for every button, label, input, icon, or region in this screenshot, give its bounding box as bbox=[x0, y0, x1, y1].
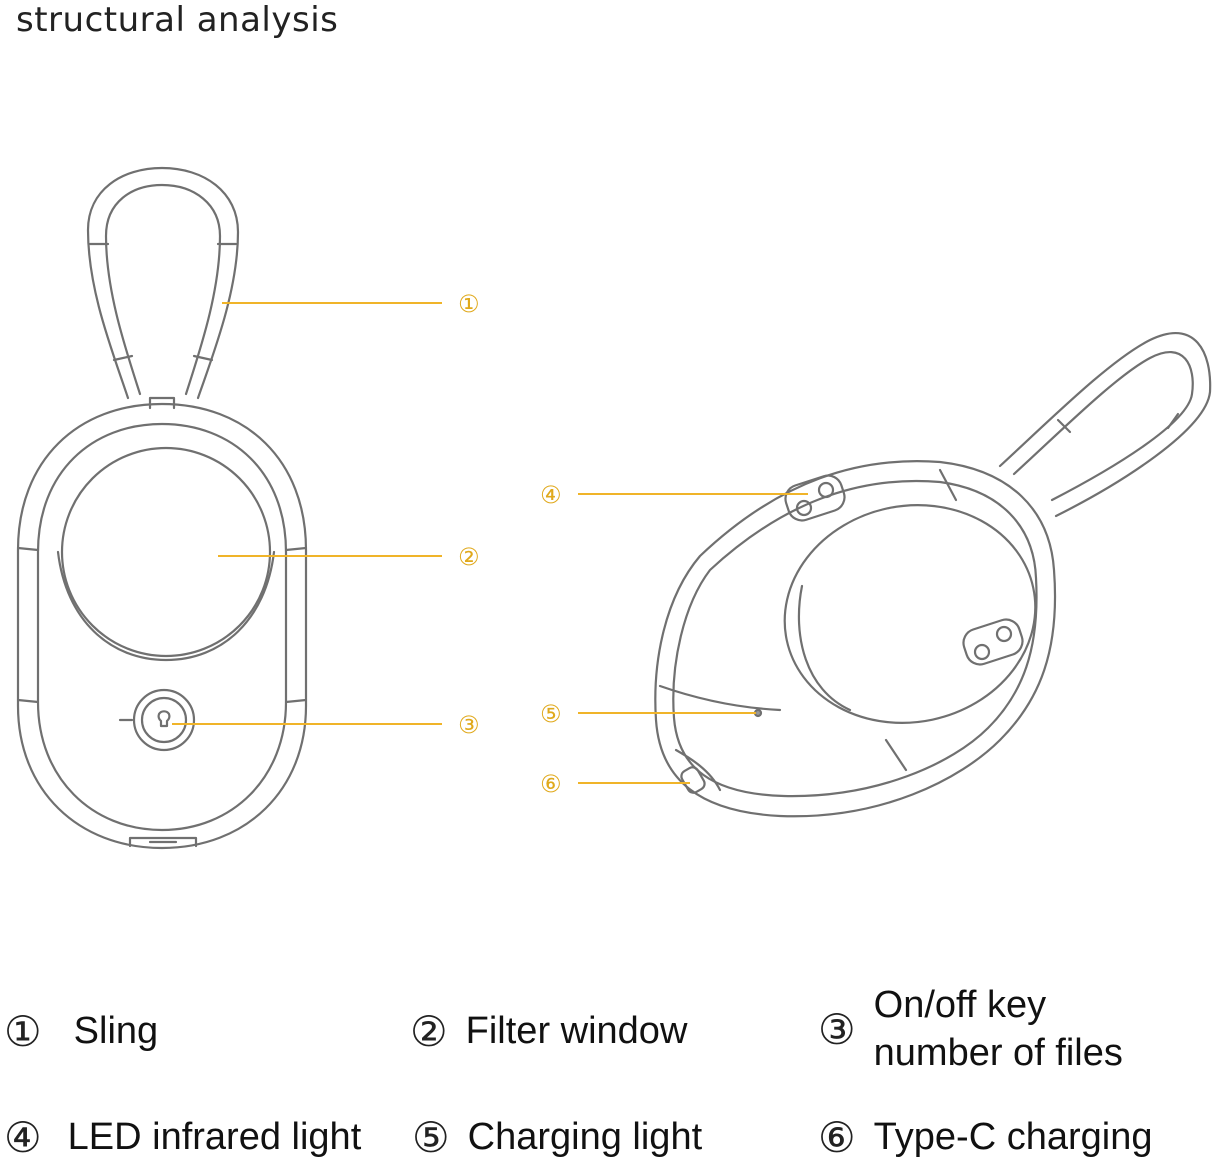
legend-label: Sling bbox=[73, 1010, 159, 1052]
legend-num: ⑤ bbox=[412, 1112, 450, 1162]
callout-4: ④ bbox=[540, 481, 562, 509]
callout-1: ① bbox=[458, 290, 480, 318]
legend-label-line2: number of files bbox=[873, 1031, 1123, 1074]
leader-lines bbox=[172, 302, 808, 784]
legend-item-filter-window: ② Filter window bbox=[410, 1008, 687, 1056]
legend-label: Charging light bbox=[467, 1116, 703, 1158]
legend-num: ③ bbox=[818, 1004, 856, 1054]
callout-3: ③ bbox=[458, 711, 480, 739]
legend-label: Type-C charging bbox=[873, 1116, 1153, 1158]
legend-item-on-off-key: ③ On/off key number of files bbox=[818, 982, 1123, 1077]
angled-sling bbox=[998, 332, 1212, 518]
callout-6: ⑥ bbox=[540, 770, 562, 798]
legend-num: ② bbox=[410, 1006, 448, 1056]
legend-item-type-c: ⑥ Type-C charging bbox=[818, 1114, 1152, 1162]
power-button bbox=[118, 688, 196, 752]
legend-label-line1: On/off key bbox=[873, 984, 1047, 1026]
type-c-port bbox=[674, 748, 722, 794]
legend-num: ⑥ bbox=[818, 1112, 856, 1162]
legend-item-sling: ① Sling bbox=[4, 1008, 158, 1056]
legend-label: On/off key number of files bbox=[874, 982, 1123, 1077]
legend-label: Filter window bbox=[465, 1010, 688, 1052]
led-top bbox=[784, 474, 846, 522]
diagram-title: structural analysis bbox=[16, 0, 339, 40]
legend-item-led-infrared: ④ LED infrared light bbox=[4, 1114, 361, 1162]
legend-label: LED infrared light bbox=[67, 1116, 362, 1158]
legend-num: ① bbox=[4, 1006, 42, 1056]
led-bottom bbox=[962, 618, 1024, 666]
angled-body bbox=[654, 460, 1057, 818]
front-body bbox=[16, 402, 308, 850]
legend-item-charging-light: ⑤ Charging light bbox=[412, 1114, 702, 1162]
callout-2: ② bbox=[458, 543, 480, 571]
legend-num: ④ bbox=[4, 1112, 42, 1162]
front-sling bbox=[86, 166, 240, 410]
device-diagram: ① ② ③ ④ ⑤ ⑥ bbox=[16, 166, 1212, 850]
callout-5: ⑤ bbox=[540, 700, 562, 728]
